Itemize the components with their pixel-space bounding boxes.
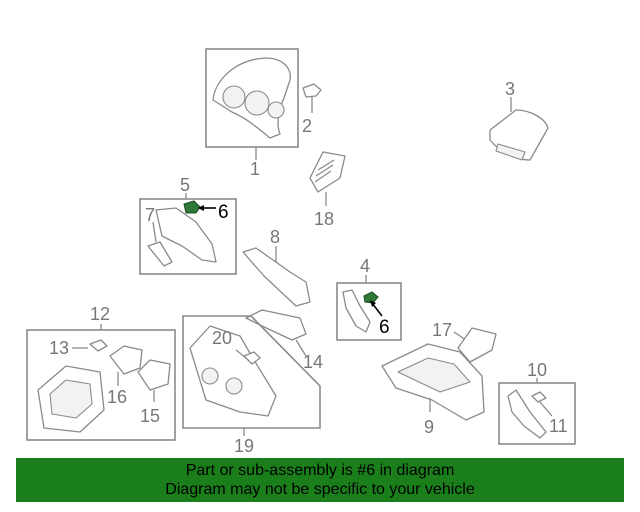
part-17-bracket: 17 — [432, 320, 497, 363]
trim-7 — [147, 241, 173, 267]
vent-18 — [309, 151, 346, 193]
callout-16: 16 — [107, 387, 127, 407]
arrow-6a — [198, 205, 204, 211]
part-14-bracket: 14 — [245, 309, 323, 372]
box-1 — [205, 48, 299, 148]
panel-19-hole-b — [225, 377, 243, 395]
callout-14: 14 — [303, 352, 323, 372]
vent-16 — [109, 345, 143, 375]
callout-15: 15 — [140, 406, 160, 426]
part-9-glove-box: 9 — [381, 343, 485, 437]
callout-12: 12 — [90, 304, 110, 324]
box-19 — [182, 315, 321, 429]
gauge-left — [222, 85, 246, 109]
leader-7 — [152, 221, 157, 243]
banner-line-1: Part or sub-assembly is #6 in diagram — [185, 462, 455, 479]
callout-18: 18 — [314, 209, 334, 229]
callout-19: 19 — [234, 436, 254, 456]
callout-11: 11 — [549, 416, 568, 436]
bracket-14 — [245, 309, 307, 341]
group-19-console-panel: 20 19 — [182, 315, 321, 456]
gauge-center — [244, 90, 270, 116]
callout-7: 7 — [145, 205, 155, 225]
box-5 — [139, 198, 237, 275]
callout-9: 9 — [424, 417, 434, 437]
glove-box-lid — [397, 357, 471, 393]
callout-20: 20 — [212, 328, 232, 348]
panel-5 — [155, 207, 217, 263]
callout-13: 13 — [49, 338, 69, 358]
box-10 — [498, 382, 576, 445]
vent-slats — [314, 159, 335, 183]
callout-2: 2 — [302, 116, 312, 136]
group-5-panel: 5 7 6 — [139, 175, 237, 275]
highlighted-part-6-b — [363, 291, 379, 304]
clip-20 — [243, 351, 261, 365]
group-1-instrument-bezel: 1 — [205, 48, 299, 179]
box-12 — [26, 329, 176, 441]
group-10-trim: 10 11 — [498, 360, 576, 445]
part-8-panel: 8 — [242, 227, 311, 307]
leader-14 — [295, 339, 307, 357]
clip-13 — [89, 339, 108, 352]
info-banner: Part or sub-assembly is #6 in diagram Di… — [16, 458, 624, 502]
clip-2 — [302, 83, 322, 98]
callout-6-b: 6 — [379, 317, 390, 338]
gauge-right — [267, 101, 285, 119]
bezel-12-inner — [49, 379, 93, 419]
part-3-airbag: 3 — [489, 79, 549, 161]
vent-15 — [137, 359, 171, 391]
panel-8 — [242, 247, 311, 307]
callout-5: 5 — [180, 175, 190, 195]
highlighted-part-6-a — [183, 200, 201, 214]
callout-1: 1 — [250, 159, 260, 179]
leader-11 — [539, 401, 553, 417]
callout-17: 17 — [432, 320, 452, 340]
trim-10 — [507, 389, 547, 439]
part-18-vent: 18 — [309, 151, 346, 229]
callout-3: 3 — [505, 79, 515, 99]
callout-8: 8 — [270, 227, 280, 247]
group-4-panel: 4 6 — [336, 256, 402, 341]
airbag-bracket — [495, 143, 526, 161]
callout-4: 4 — [360, 256, 370, 276]
panel-4 — [342, 289, 371, 333]
parts-diagram: 1 2 3 18 5 7 6 8 4 — [26, 48, 576, 456]
bracket-17 — [457, 327, 497, 363]
group-12-center-bezel: 12 13 16 15 — [26, 304, 176, 441]
arrow-6b — [370, 300, 376, 307]
callout-10: 10 — [527, 360, 547, 380]
callout-6-a: 6 — [218, 202, 229, 223]
box-4 — [336, 282, 402, 341]
clip-11 — [531, 391, 547, 403]
panel-19-hole-a — [201, 367, 219, 385]
banner-line-2: Diagram may not be specific to your vehi… — [165, 481, 475, 498]
console-panel-19 — [189, 325, 277, 417]
part-2-clip: 2 — [302, 83, 322, 136]
